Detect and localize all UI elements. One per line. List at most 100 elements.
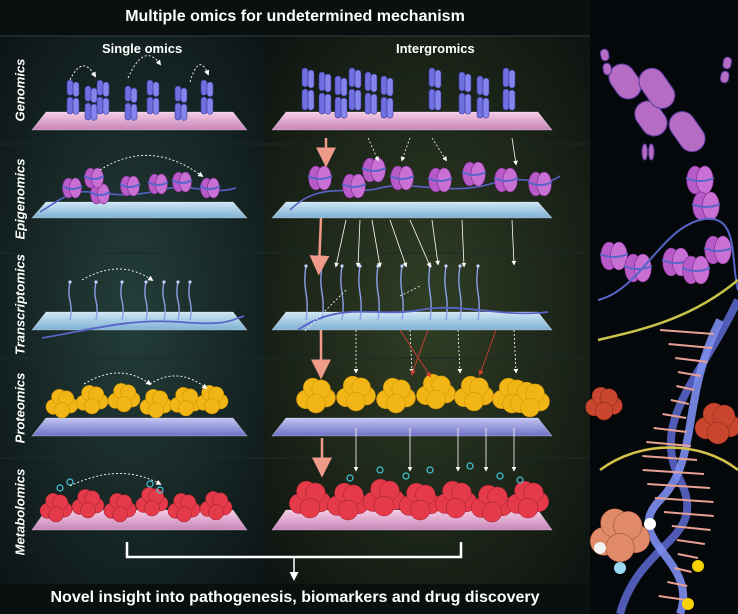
platform-integrated-epigenomics [271, 201, 553, 219]
protein-large [694, 402, 738, 445]
chromosome [380, 75, 394, 119]
molecule-sphere [594, 542, 606, 554]
nucleosome [307, 165, 333, 191]
molecule-sphere [614, 562, 626, 574]
protein-large [585, 386, 623, 421]
rna-strand [458, 265, 462, 321]
row-label-genomics: Genomics [12, 58, 28, 122]
rna-strand [476, 265, 480, 321]
chromosome [364, 71, 378, 115]
chromosome [334, 75, 348, 119]
rna-strand [188, 281, 192, 321]
nucleosome [61, 177, 83, 199]
nucleosome [427, 167, 453, 193]
nucleosome [171, 171, 193, 193]
protein [336, 375, 376, 412]
nucleosome [623, 253, 653, 283]
row-label-epigenomics: Epigenomics [12, 158, 28, 240]
chromosome-large [608, 63, 668, 137]
small-molecule [516, 476, 524, 484]
chromosome [174, 85, 188, 121]
nucleosome [681, 255, 711, 285]
nucleosome [493, 167, 519, 193]
small-molecule [426, 466, 434, 474]
chromosome [348, 67, 362, 111]
platform-single-proteomics [31, 417, 248, 437]
rna-strand [162, 281, 166, 321]
molecule-sphere [692, 560, 704, 572]
metabolite [39, 493, 73, 523]
chromosome [301, 67, 315, 111]
nucleosome [119, 175, 141, 197]
nucleosome [147, 173, 169, 195]
nucleosome [461, 161, 487, 187]
nucleosome [361, 157, 387, 183]
protein [454, 375, 494, 412]
rna-strand [340, 265, 344, 321]
chromosome [200, 79, 214, 115]
small-molecule [346, 474, 354, 482]
protein [107, 383, 141, 413]
cross-omics-connections [303, 137, 519, 472]
metabolite [167, 493, 201, 523]
rna-strand [94, 281, 98, 321]
rna-strand [428, 265, 432, 321]
rna-strand [176, 281, 180, 321]
protein [75, 385, 109, 415]
small-molecule [156, 486, 164, 494]
nucleosome [199, 177, 221, 199]
rna-strand [376, 265, 380, 321]
omics-contents [39, 55, 561, 523]
metabolite [71, 489, 105, 519]
chromosome [96, 79, 110, 115]
chromosome [84, 85, 98, 121]
metabolite [199, 491, 233, 521]
metabolite [327, 482, 369, 521]
protein [296, 377, 336, 414]
protein [45, 389, 79, 419]
small-molecule [466, 462, 474, 470]
nucleosome [341, 173, 367, 199]
nucleosome [685, 165, 715, 195]
chromosome-large [719, 56, 733, 84]
chromosome [502, 67, 516, 111]
protein [169, 387, 203, 417]
small-molecule [146, 480, 154, 488]
metabolite [103, 493, 137, 523]
protein [195, 385, 229, 415]
small-molecule [376, 466, 384, 474]
metabolite [363, 478, 405, 517]
small-molecule [402, 472, 410, 480]
chromosome [318, 71, 332, 115]
integrated-omics-heading: Intergromics [396, 41, 475, 56]
rna-strand [400, 265, 404, 321]
chromosome-large [641, 143, 655, 161]
rna-strand [444, 265, 448, 321]
footer-conclusion: Novel insight into pathogenesis, biomark… [50, 589, 540, 606]
platform-integrated-proteomics [271, 417, 553, 437]
nucleosome [527, 171, 553, 197]
molecule-sphere [644, 518, 656, 530]
small-molecule [496, 472, 504, 480]
nucleosome [599, 241, 629, 271]
chromosome [124, 85, 138, 121]
platform-integrated-genomics [271, 111, 553, 131]
nucleosome [389, 165, 415, 191]
single-omics-heading: Single omics [102, 41, 183, 56]
platform-single-genomics [31, 111, 248, 131]
row-label-transcriptomics: Transcriptomics [12, 254, 28, 355]
nucleosome [89, 183, 111, 205]
rna-strand [68, 281, 72, 321]
rna-strand [144, 281, 148, 321]
small-molecule [56, 484, 64, 492]
row-label-metabolomics: Metabolomics [12, 468, 28, 556]
metabolite [399, 482, 441, 521]
nucleosome [691, 191, 721, 221]
small-molecule [66, 478, 74, 486]
platform-single-epigenomics [31, 201, 248, 219]
protein [376, 377, 416, 414]
chromosome [146, 79, 160, 115]
rna-strand [358, 265, 362, 321]
nucleosome [83, 167, 105, 189]
